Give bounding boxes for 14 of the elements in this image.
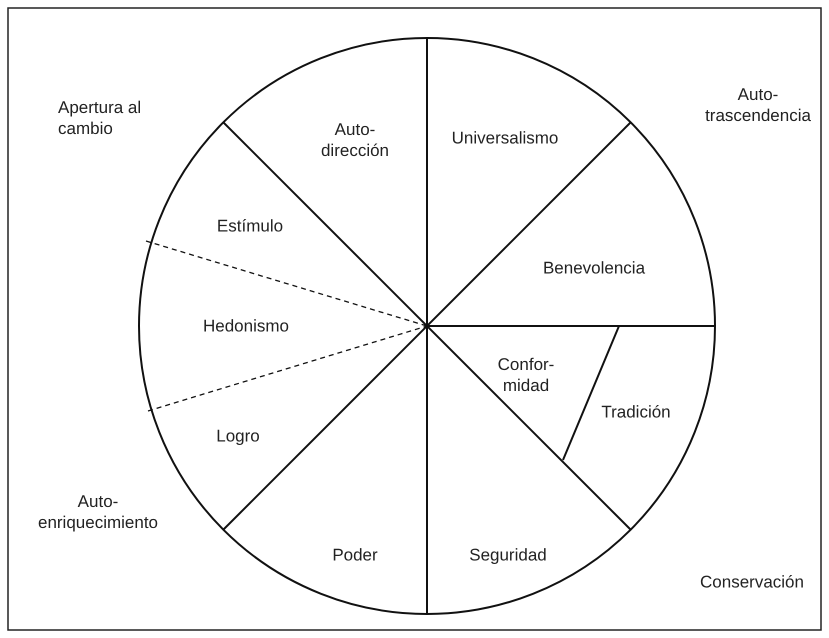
dimension-label: Auto- enriquecimiento [36,491,159,533]
sector-label: Auto- dirección [320,119,390,161]
sector-label: Estímulo [216,216,284,236]
dimension-label: Apertura al cambio [58,97,142,139]
sector-label: Seguridad [468,544,548,566]
dimension-label: Auto- trascendencia [704,84,812,126]
sector-label: Tradición [600,402,672,422]
sector-label: Poder [331,544,379,566]
sector-label: Confor- midad [496,354,556,396]
sector-label: Benevolencia [542,258,646,278]
sector-label: Logro [215,426,261,446]
sector-label: Hedonismo [202,316,290,336]
dimension-label: Conservación [699,572,805,592]
sector-label: Universalismo [450,128,560,148]
